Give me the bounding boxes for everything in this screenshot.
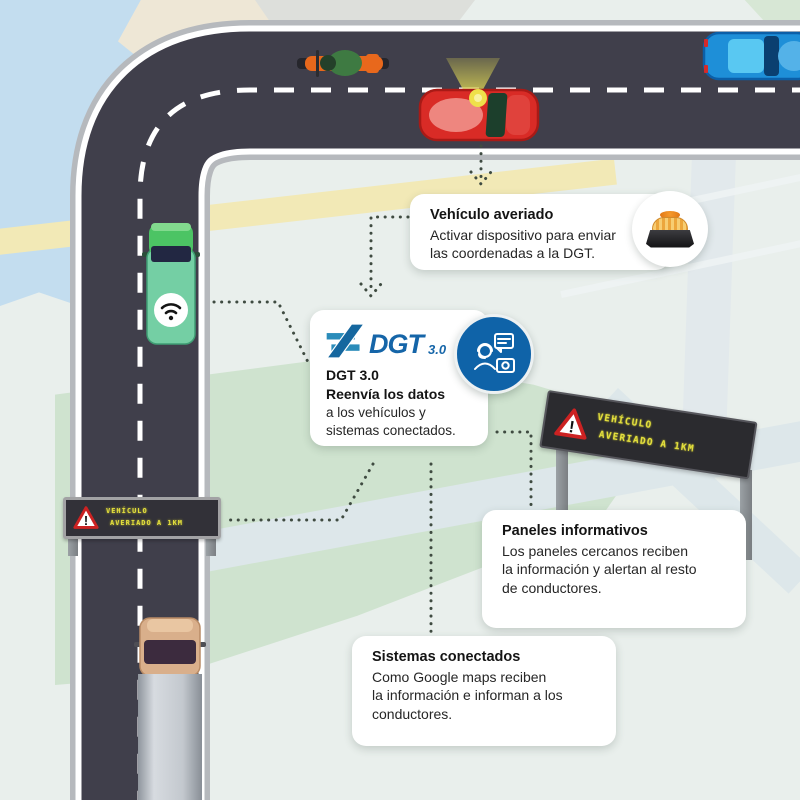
callout-line: sistemas conectados. <box>326 422 456 438</box>
beacon-badge <box>632 191 708 267</box>
callout-line: las coordenadas a la DGT. <box>430 245 595 262</box>
operator-badge <box>454 314 534 394</box>
dgt-logo-text: DGT <box>369 329 424 359</box>
callout-subtitle: Reenvía los datos <box>326 385 446 402</box>
variable-message-sign-small: ! VEHÍCULO AVERIADO A 1KM <box>63 497 221 539</box>
callout-sistemas-conectados: Sistemas conectados Como Google maps rec… <box>352 636 616 746</box>
svg-text:!: ! <box>568 417 576 437</box>
callout-title: Paneles informativos <box>502 523 648 539</box>
warning-triangle-icon: ! <box>73 506 99 529</box>
callout-line: Los paneles cercanos reciben <box>502 542 689 559</box>
gantry-post <box>68 532 78 556</box>
led-text-line1: VEHÍCULO <box>106 507 148 516</box>
motorcycle <box>297 50 389 77</box>
truck <box>134 617 206 800</box>
connected-van <box>142 223 200 345</box>
callout-line: conductores. <box>372 705 453 722</box>
broken-down-car <box>418 88 540 142</box>
callout-title: Vehículo averiado <box>430 207 554 223</box>
warning-triangle-icon: ! <box>554 408 587 440</box>
callout-dgt: DGT 3.0 DGT 3.0 Reenvía los datos a los … <box>310 310 534 446</box>
dgt-logo-mark <box>326 324 364 358</box>
dgt-logo: DGT 3.0 <box>326 324 472 358</box>
v16-beacon-icon <box>646 210 694 248</box>
callout-line: la información e informan a los <box>372 687 563 704</box>
callout-title: Sistemas conectados <box>372 649 521 665</box>
callout-line: de conductores. <box>502 579 602 596</box>
traffic-operator-icon <box>474 333 515 373</box>
callout-line: Como Google maps reciben <box>372 668 547 685</box>
callout-title: DGT 3.0 <box>326 367 379 383</box>
callout-vehiculo-averiado: Vehículo averiado Activar dispositivo pa… <box>410 191 708 270</box>
svg-text:!: ! <box>84 513 88 528</box>
variable-message-sign-large: ! VEHÍCULO AVERIADO A 1KM <box>539 390 758 480</box>
callout-line: Activar dispositivo para enviar <box>430 226 616 243</box>
callout-paneles-informativos: Paneles informativos Los paneles cercano… <box>482 510 746 628</box>
dgt-logo-version: 3.0 <box>428 342 447 357</box>
wifi-icon <box>160 303 182 315</box>
blue-car <box>702 31 800 81</box>
gantry-post <box>206 532 216 556</box>
road-center-dashed-line <box>137 87 800 800</box>
led-text-line2: AVERIADO A 1KM <box>110 519 184 527</box>
callout-line: la información y alertan al resto <box>502 561 697 578</box>
callout-line: a los vehículos y <box>326 404 426 420</box>
